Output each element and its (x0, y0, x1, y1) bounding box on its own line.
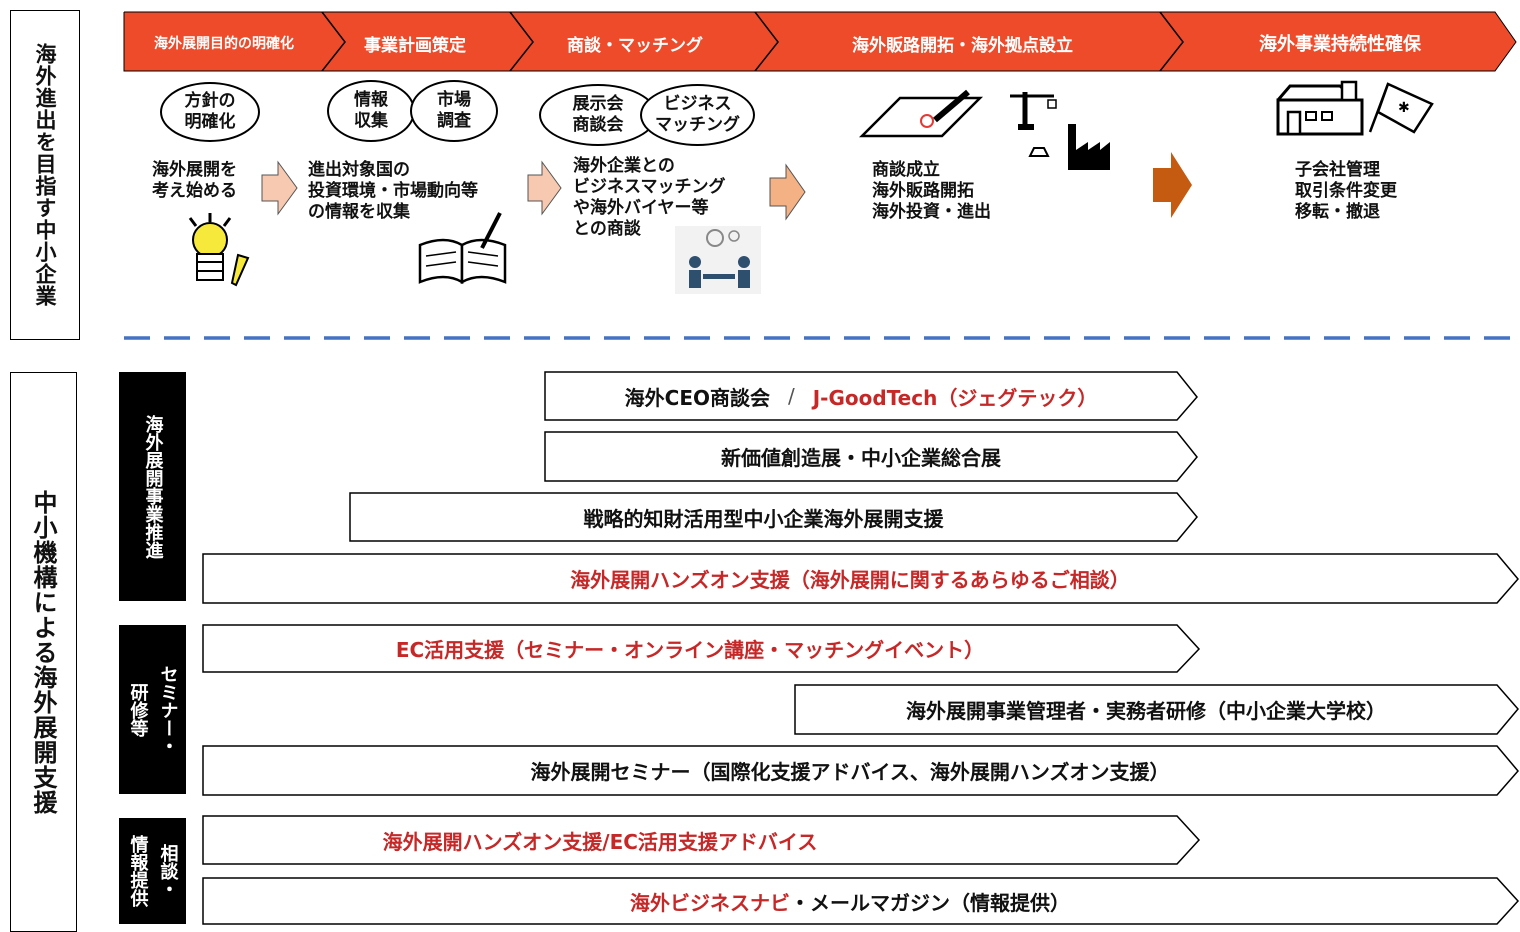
program-arrow-1 (544, 371, 1198, 421)
top-side-label-box: 海外進出を目指す中小企業 (10, 10, 80, 340)
phase-2-label: 事業計画策定 (364, 35, 466, 56)
oval-matching: ビジネスマッチング (640, 84, 755, 146)
stage-5-text: 子会社管理 取引条件変更 移転・撤退 (1295, 160, 1397, 222)
program-3-label: 戦略的知財活用型中小企業海外展開支援 (583, 506, 944, 531)
svg-text:✱: ✱ (1398, 100, 1410, 116)
bottom-side-label-box: 中小機構による海外展開支援 (10, 372, 77, 932)
stage-arrow-1 (261, 160, 298, 216)
program-arrow-4 (202, 553, 1519, 604)
category-consulting: 情報提供 相談・ (119, 818, 186, 924)
program-1-label: 海外CEO商談会 / J-GoodTech（ジェグテック） (624, 384, 1098, 410)
lightbulb-icon (188, 213, 250, 287)
crane-icon (1010, 92, 1057, 130)
phase-divider-1 (321, 11, 346, 72)
stage-arrow-4 (1153, 152, 1192, 218)
program-4-label: 海外展開ハンズオン支援（海外展開に関するあらゆるご相談） (570, 568, 1130, 592)
program-arrow-5 (202, 624, 1201, 673)
stage-4-text: 商談成立 海外販路開拓 海外投資・進出 (872, 160, 991, 222)
stage-3-text: 海外企業との ビジネスマッチング や海外バイヤー等 との商談 (573, 156, 726, 239)
contract-icon (858, 89, 984, 138)
phase-bar (123, 11, 1517, 72)
program-5-label: EC活用支援（セミナー・オンライン講座・マッチングイベント） (395, 638, 985, 662)
phase-5-label: 海外事業持続性確保 (1259, 34, 1421, 55)
program-arrow-9 (202, 877, 1520, 925)
stage-1-text: 海外展開を 考え始める (152, 160, 237, 201)
stage-arrow-2 (527, 160, 562, 216)
stage-2-text: 進出対象国の 投資環境・市場動向等 の情報を収集 (308, 160, 478, 222)
phase-divider-2 (509, 11, 534, 72)
building-flag-icon: ✱ (1276, 80, 1434, 136)
phase-divider-3 (754, 11, 779, 72)
open-book-icon (418, 212, 507, 285)
phase-4-label: 海外販路開拓・海外拠点設立 (852, 35, 1073, 56)
program-7-label: 海外展開セミナー（国際化支援アドバイス、海外展開ハンズオン支援） (530, 760, 1170, 784)
program-9-label: 海外ビジネスナビ・メールマガジン（情報提供） (630, 890, 1070, 915)
program-arrow-3 (349, 492, 1198, 542)
program-2-label: 新価値創造展・中小企業総合展 (721, 446, 1001, 470)
phase-1-label: 海外展開目的の明確化 (154, 36, 294, 52)
oval-policy: 方針の明確化 (160, 82, 260, 142)
top-side-label: 海外進出を目指す中小企業 (33, 43, 57, 307)
program-8-label: 海外展開ハンズオン支援/EC活用支援アドバイス (382, 829, 818, 854)
stage-arrow-3 (769, 163, 806, 221)
category-seminar: 研修等 セミナー・ (119, 625, 186, 794)
phase-border (123, 11, 1517, 72)
factory-icon (1028, 124, 1110, 170)
stage-illustrations: ✱ (124, 80, 1520, 340)
phase-3-label: 商談・マッチング (567, 35, 703, 56)
program-arrow-2 (544, 431, 1198, 482)
program-arrow-6 (794, 684, 1519, 735)
program-arrow-8 (202, 815, 1201, 865)
oval-market: 市場調査 (410, 80, 498, 142)
phase-bar-shape (124, 12, 1516, 71)
category-overseas-promotion: 海外展開事業推進 (119, 372, 186, 601)
bottom-side-label: 中小機構による海外展開支援 (29, 489, 57, 815)
phase-divider-4 (1159, 11, 1184, 72)
program-6-label: 海外展開事業管理者・実務者研修（中小企業大学校） (906, 699, 1386, 723)
meeting-icon (675, 226, 761, 294)
program-arrow-7 (202, 745, 1519, 796)
